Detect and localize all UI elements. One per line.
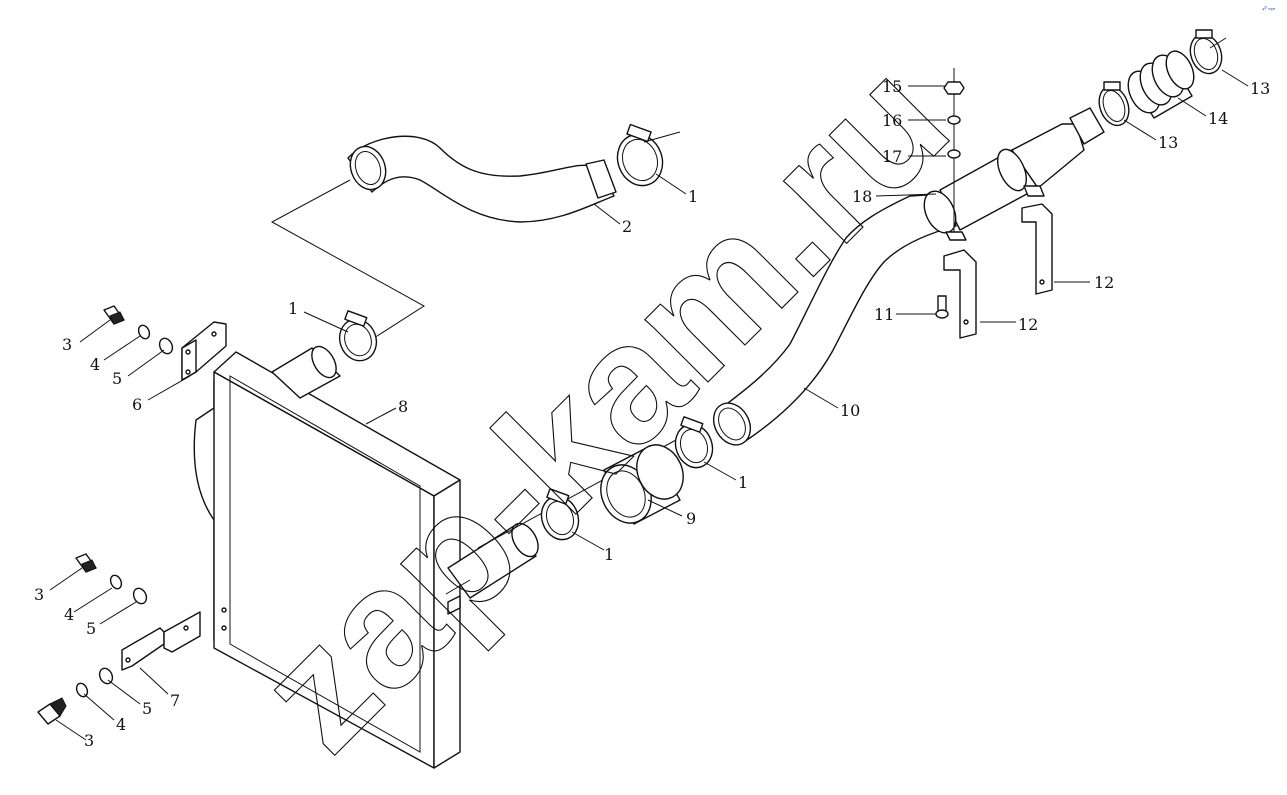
pipe-bracket-12-right: [1021, 185, 1053, 295]
bellows-sleeve: [1127, 50, 1195, 119]
s-shaped-hose: [347, 135, 617, 223]
callout-4-middle-washer: 4: [64, 605, 74, 624]
mount-bracket-7: [121, 611, 201, 671]
hose-clamp-1-middle: [674, 416, 714, 469]
core-lower-outlet-pipe: [445, 439, 677, 599]
corner-mark: ₄ᵖ ₙₓₙ: [1262, 6, 1276, 12]
washer-4-middle: [109, 574, 123, 590]
callout-2-s-hose: 2: [622, 217, 632, 236]
callout-5-top-washer: 5: [112, 369, 122, 388]
core-upper-outlet-pipe: [271, 345, 341, 399]
callout-1-lower-clamp: 1: [604, 545, 614, 564]
callout-5-middle-washer: 5: [86, 619, 96, 638]
callout-8-core: 8: [398, 397, 408, 416]
guide-line-hose2: [270, 179, 425, 353]
intercooler-core: [193, 351, 461, 769]
stud-nut-washer-stack: [943, 68, 965, 232]
bolt-3-top: [103, 305, 125, 325]
callout-11-bolt: 11: [874, 305, 894, 324]
hose-clamp-1-top: [616, 123, 681, 187]
hose-clamp-1-core: [338, 310, 378, 362]
callout-16-washer: 16: [882, 111, 902, 130]
callout-4-top-washer: 4: [90, 355, 100, 374]
callout-15-nut: 15: [882, 77, 902, 96]
callout-7-bracket: 7: [170, 691, 180, 710]
bolt-11: [935, 295, 949, 319]
callout-9-sleeve: 9: [686, 509, 696, 528]
coupling-sleeve: [600, 444, 684, 525]
washer-4-top: [137, 324, 151, 340]
callout-12-left-bracket: 12: [1018, 315, 1038, 334]
callout-18-pipe-band: 18: [852, 187, 872, 206]
washer-4-bottom: [75, 682, 89, 698]
callout-14-bellows: 14: [1208, 109, 1228, 128]
callout-1-core-clamp: 1: [288, 299, 298, 318]
callout-6-bracket: 6: [132, 395, 142, 414]
callout-13-right-clamp: 13: [1250, 79, 1270, 98]
callout-10-pipe: 10: [840, 401, 860, 420]
callout-13-left-clamp: 13: [1158, 133, 1178, 152]
bolt-3-bottom: [37, 697, 67, 725]
callout-4-bottom-washer: 4: [116, 715, 126, 734]
washer-5-top: [158, 337, 174, 355]
callout-1-top-clamp: 1: [688, 187, 698, 206]
clamp-13-right: [1189, 29, 1227, 75]
callout-3-top-bolt: 3: [62, 335, 72, 354]
washer-5-bottom: [98, 667, 114, 685]
long-bent-pipe: [712, 107, 1105, 446]
callout-3-middle-bolt: 3: [34, 585, 44, 604]
callout-leaders: [49, 69, 1249, 741]
watermark: zap-kam.ru: [223, 25, 983, 785]
callout-12-right-bracket: 12: [1094, 273, 1114, 292]
callout-17-washer: 17: [882, 147, 902, 166]
clamp-13-left: [1098, 81, 1130, 127]
callout-labels: 1 2 1 3 4 5 6 8 3 4 5 3 4 5 7 1 9 1 10 1…: [34, 77, 1270, 750]
pipe-bracket-12-left: [943, 231, 977, 339]
callout-5-bottom-washer: 5: [142, 699, 152, 718]
callout-1-middle-clamp: 1: [738, 473, 748, 492]
hose-clamp-1-lower: [540, 488, 580, 541]
bolt-3-middle: [75, 553, 97, 573]
mount-bracket-6: [181, 321, 227, 381]
washer-5-middle: [132, 587, 148, 605]
callout-3-bottom-bolt: 3: [84, 731, 94, 750]
